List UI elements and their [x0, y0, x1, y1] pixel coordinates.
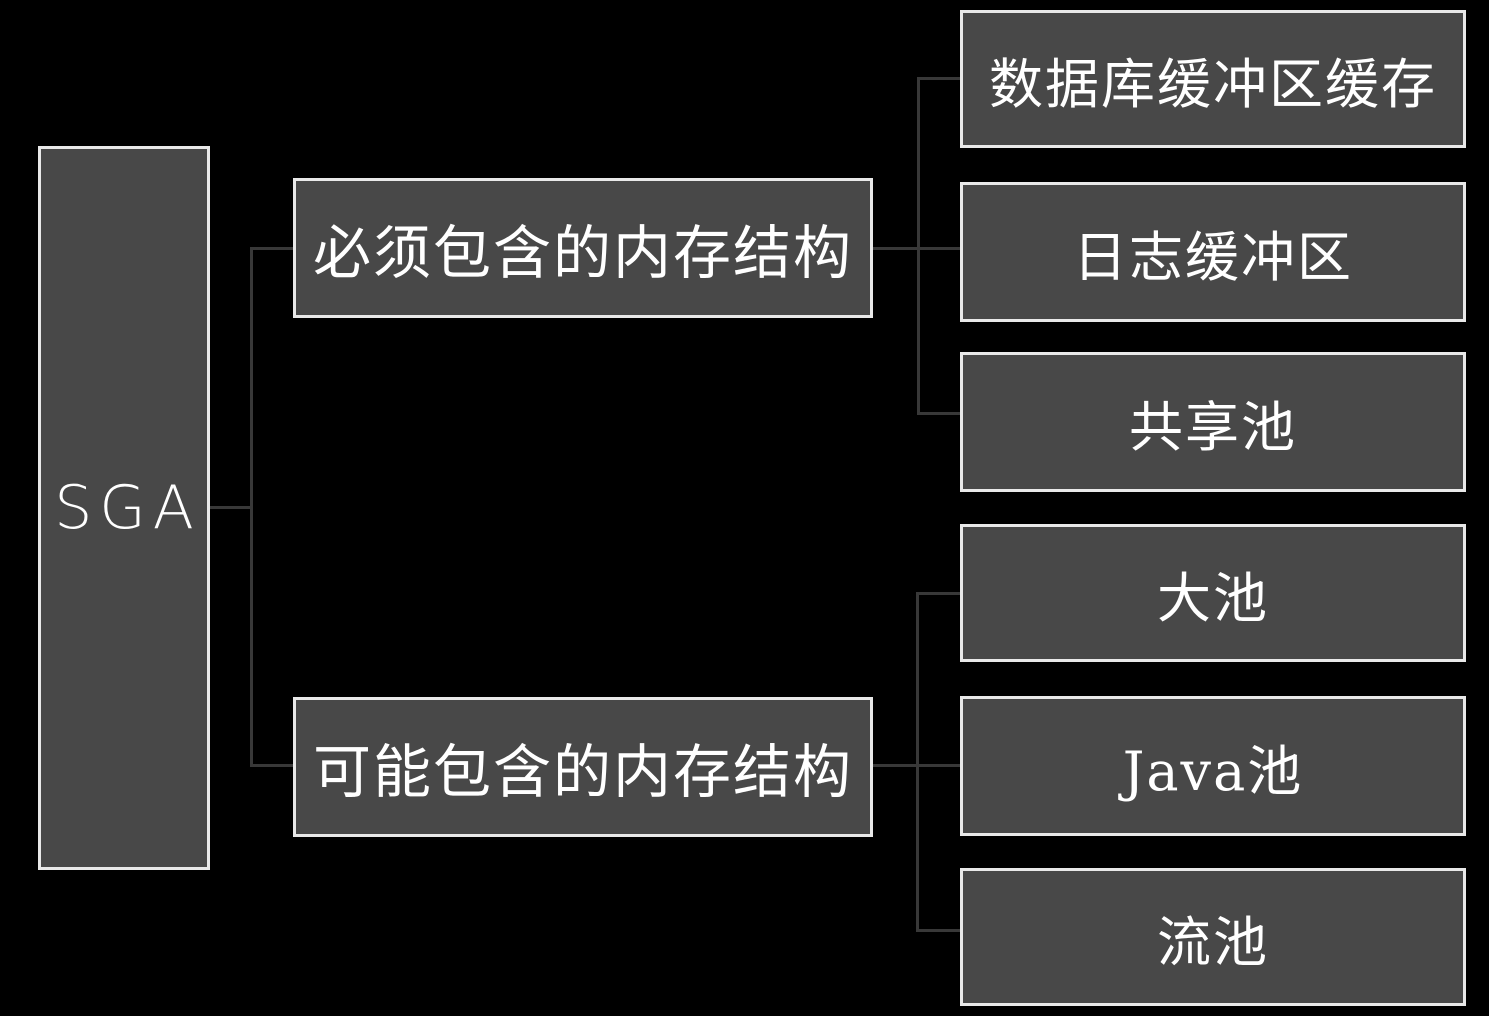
connector-to-required-branch	[250, 247, 295, 250]
connector-to-optional-branch	[250, 764, 295, 767]
node-sga: SGA	[38, 146, 210, 870]
connector-to-shared-pool	[917, 412, 962, 415]
connector-to-streams-pool	[916, 929, 962, 932]
node-optional-memory-structures: 可能包含的内存结构	[293, 697, 873, 837]
connector-to-large-pool	[916, 592, 962, 595]
node-shared-pool: 共享池	[960, 352, 1466, 492]
node-database-buffer-cache: 数据库缓冲区缓存	[960, 10, 1466, 148]
node-large-pool: 大池	[960, 524, 1466, 662]
connector-optional-stub	[871, 764, 960, 767]
connector-required-vertical-rail	[917, 77, 920, 415]
connector-required-stub	[871, 247, 960, 250]
connector-left-vertical-rail	[250, 247, 253, 767]
node-streams-pool: 流池	[960, 868, 1466, 1006]
connector-to-db-buffer-cache	[917, 77, 962, 80]
node-required-memory-structures: 必须包含的内存结构	[293, 178, 873, 318]
connector-optional-vertical-rail	[916, 592, 919, 932]
node-java-pool: Java池	[960, 696, 1466, 836]
node-log-buffer: 日志缓冲区	[960, 182, 1466, 322]
connector-sga-stub	[210, 506, 252, 509]
